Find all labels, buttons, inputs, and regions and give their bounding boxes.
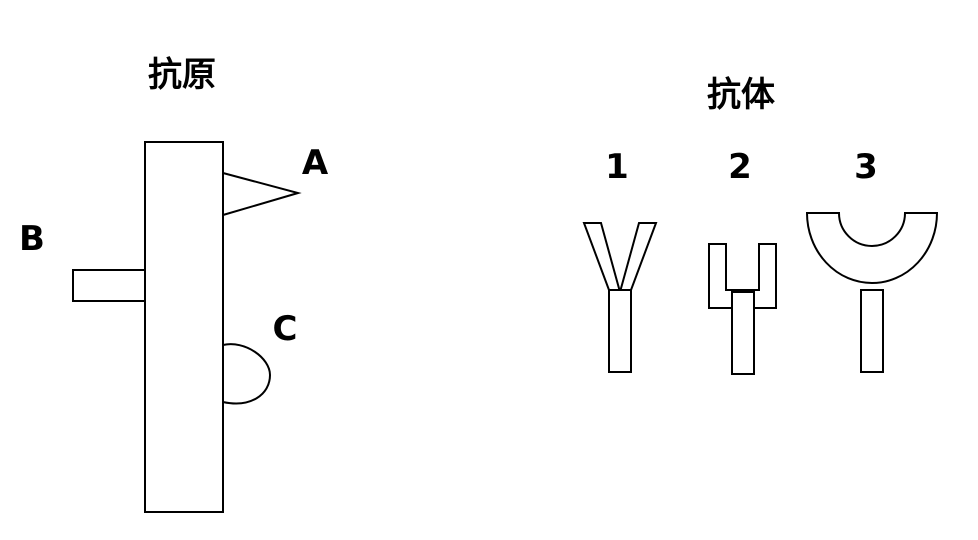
antibody-3-label: 3 bbox=[854, 147, 878, 187]
antibody-1-v-arms bbox=[582, 222, 658, 296]
antibody-2-stem bbox=[731, 291, 755, 375]
antibody-group: 抗体 1 2 3 bbox=[582, 75, 939, 375]
antibody-2-label: 2 bbox=[728, 147, 752, 187]
antigen-title: 抗原 bbox=[148, 55, 216, 95]
epitope-a-triangle bbox=[222, 171, 302, 217]
epitope-c-semicircle bbox=[222, 343, 272, 405]
antibody-3-shape bbox=[805, 212, 939, 373]
epitope-b-rectangle bbox=[72, 269, 146, 302]
label-a: A bbox=[302, 143, 329, 183]
label-b: B bbox=[19, 219, 45, 259]
antibody-2-shape bbox=[708, 243, 777, 375]
antibody-1-shape bbox=[582, 222, 658, 373]
antigen-body bbox=[144, 141, 224, 513]
antibody-1-label: 1 bbox=[605, 147, 629, 187]
antibody-1-stem bbox=[608, 289, 632, 373]
antigen-group: 抗原 A B C bbox=[19, 55, 329, 513]
label-c: C bbox=[273, 309, 298, 349]
antibody-3-stem bbox=[860, 289, 884, 373]
antibody-3-round-cup bbox=[805, 212, 939, 284]
antibody-title: 抗体 bbox=[707, 75, 775, 115]
